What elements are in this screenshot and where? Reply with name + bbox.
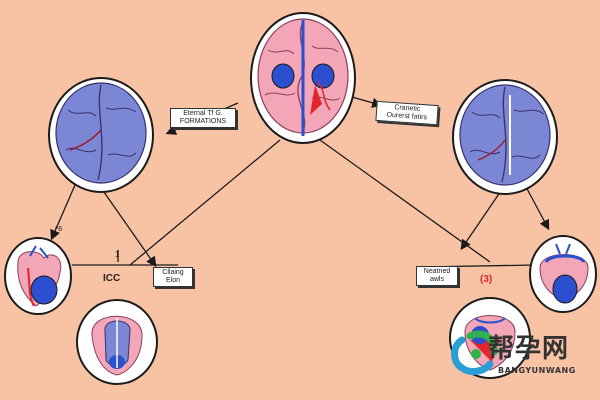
bottom-left-circle xyxy=(76,299,158,385)
left-brain xyxy=(48,77,154,193)
icc-label: ICC xyxy=(103,273,121,284)
watermark: 帮孕网 BANGYUNWANG xyxy=(448,326,598,386)
label-line: awls xyxy=(429,276,444,283)
small-left-arrow-label: ^6 xyxy=(55,226,63,233)
arrow-right-brain-small xyxy=(524,184,550,231)
label-line: Elon xyxy=(165,277,180,284)
label-line: Neatned xyxy=(423,268,451,275)
watermark-cn: 帮孕网 xyxy=(488,334,570,364)
small-right-circle xyxy=(529,235,597,313)
small-left-label: 1 xyxy=(115,250,120,259)
label-line: FORMATIONS xyxy=(179,118,227,125)
arrow-right-brain-down xyxy=(460,184,506,251)
label-line: Cllaing xyxy=(162,269,184,276)
arrow-left-brain-small xyxy=(50,184,76,241)
right-brain xyxy=(452,79,558,195)
red-marker-label: (3) xyxy=(480,274,493,285)
label-box-right-top: Cranetic Ourerst fatirs xyxy=(375,100,439,126)
watermark-logo-icon xyxy=(451,330,498,375)
label-box-left-mid: Cllaing Elon xyxy=(153,267,193,287)
label-line: Eternal Tf G. xyxy=(183,110,223,117)
watermark-en: BANGYUNWANG xyxy=(498,366,576,375)
label-box-right-mid: Neatned awls xyxy=(416,266,458,286)
center-brain xyxy=(250,12,356,144)
small-left-circle xyxy=(4,237,72,315)
label-box-left-top: Eternal Tf G. FORMATIONS xyxy=(170,108,236,128)
line-center-to-left xyxy=(129,139,281,266)
